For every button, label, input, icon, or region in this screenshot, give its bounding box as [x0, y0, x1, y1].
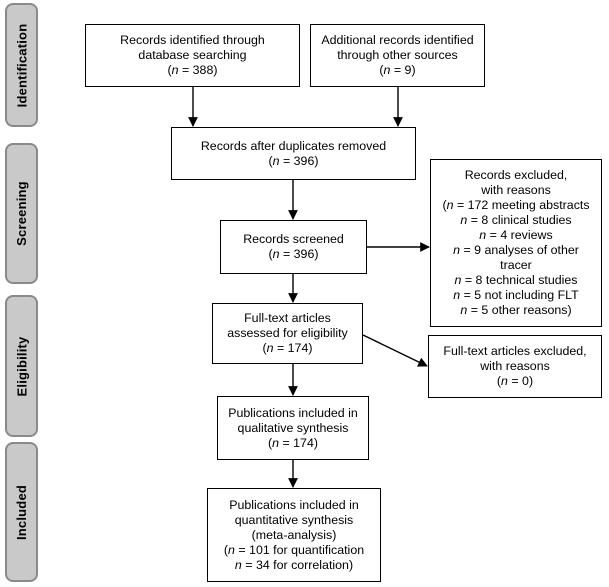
fulltext-excluded-line1: Full-text articles excluded, [443, 344, 587, 358]
phase-eligibility: Eligibility [5, 295, 38, 437]
database-count: (n = 388) [167, 63, 218, 77]
box-after-duplicates: Records after duplicates removed (n = 39… [171, 127, 416, 180]
other-sources-line1: Additional records identified [321, 33, 474, 47]
phase-included: Included [5, 442, 38, 582]
other-sources-count: (n = 9) [379, 63, 416, 77]
screened-count: (n = 396) [268, 247, 319, 261]
quantitative-count-quantification: (n = 101 for quantification [223, 542, 365, 557]
quantitative-line1: Publications included in [229, 497, 359, 512]
phase-included-label: Included [14, 484, 29, 540]
fulltext-excluded-count: (n = 0) [496, 374, 534, 388]
excluded-reason-item: n = 4 reviews [479, 228, 553, 242]
fulltext-excluded-line2: with reasons [480, 359, 550, 373]
after-duplicates-count: (n = 396) [268, 153, 319, 168]
box-database-searching: Records identified through database sear… [85, 24, 300, 87]
fulltext-count: (n = 174) [262, 341, 313, 355]
excluded-reason-item: tracer [500, 258, 532, 272]
box-qualitative-synthesis: Publications included in qualitative syn… [217, 396, 369, 460]
database-line1: Records identified through [120, 33, 265, 47]
arrow-fulltext-to-excluded [362, 334, 428, 367]
qualitative-line1: Publications included in [228, 405, 358, 420]
excluded-title2: with reasons [481, 183, 551, 197]
box-fulltext-excluded: Full-text articles excluded, with reason… [428, 335, 602, 398]
phase-screening-label: Screening [14, 181, 29, 246]
excluded-reason-item: (n = 172 meeting abstracts [442, 198, 590, 212]
box-other-sources: Additional records identified through ot… [310, 24, 485, 87]
excluded-reason-item: n = 8 clinical studies [460, 213, 572, 227]
fulltext-line2: assessed for eligibility [227, 326, 348, 340]
box-records-screened: Records screened (n = 396) [220, 220, 367, 274]
box-quantitative-synthesis: Publications included in quantitative sy… [207, 488, 381, 582]
fulltext-line1: Full-text articles [244, 311, 331, 325]
box-records-excluded: Records excluded, with reasons (n = 172 … [430, 159, 602, 327]
database-line2: database searching [138, 48, 247, 62]
excluded-reason-item: n = 9 analyses of other [453, 243, 579, 257]
phase-screening: Screening [5, 143, 38, 284]
box-fulltext-assessed: Full-text articles assessed for eligibil… [212, 303, 363, 364]
excluded-reason-item: n = 5 other reasons) [460, 303, 572, 317]
phase-identification: Identification [5, 3, 38, 127]
screened-line1: Records screened [243, 232, 344, 246]
excluded-title1: Records excluded, [464, 168, 568, 182]
quantitative-count-correlation: n = 34 for correlation) [234, 557, 354, 572]
quantitative-line2: quantitative synthesis [234, 512, 354, 527]
phase-identification-label: Identification [14, 23, 30, 107]
other-sources-line2: through other sources [337, 48, 458, 62]
phase-eligibility-label: Eligibility [14, 336, 30, 396]
excluded-reason-item: n = 8 technical studies [454, 273, 578, 287]
quantitative-line3: (meta-analysis) [251, 527, 337, 542]
qualitative-line2: qualitative synthesis [237, 420, 349, 435]
excluded-reason-item: n = 5 not including FLT [453, 288, 579, 302]
after-duplicates-line1: Records after duplicates removed [200, 138, 387, 153]
qualitative-count: (n = 174) [268, 435, 318, 450]
